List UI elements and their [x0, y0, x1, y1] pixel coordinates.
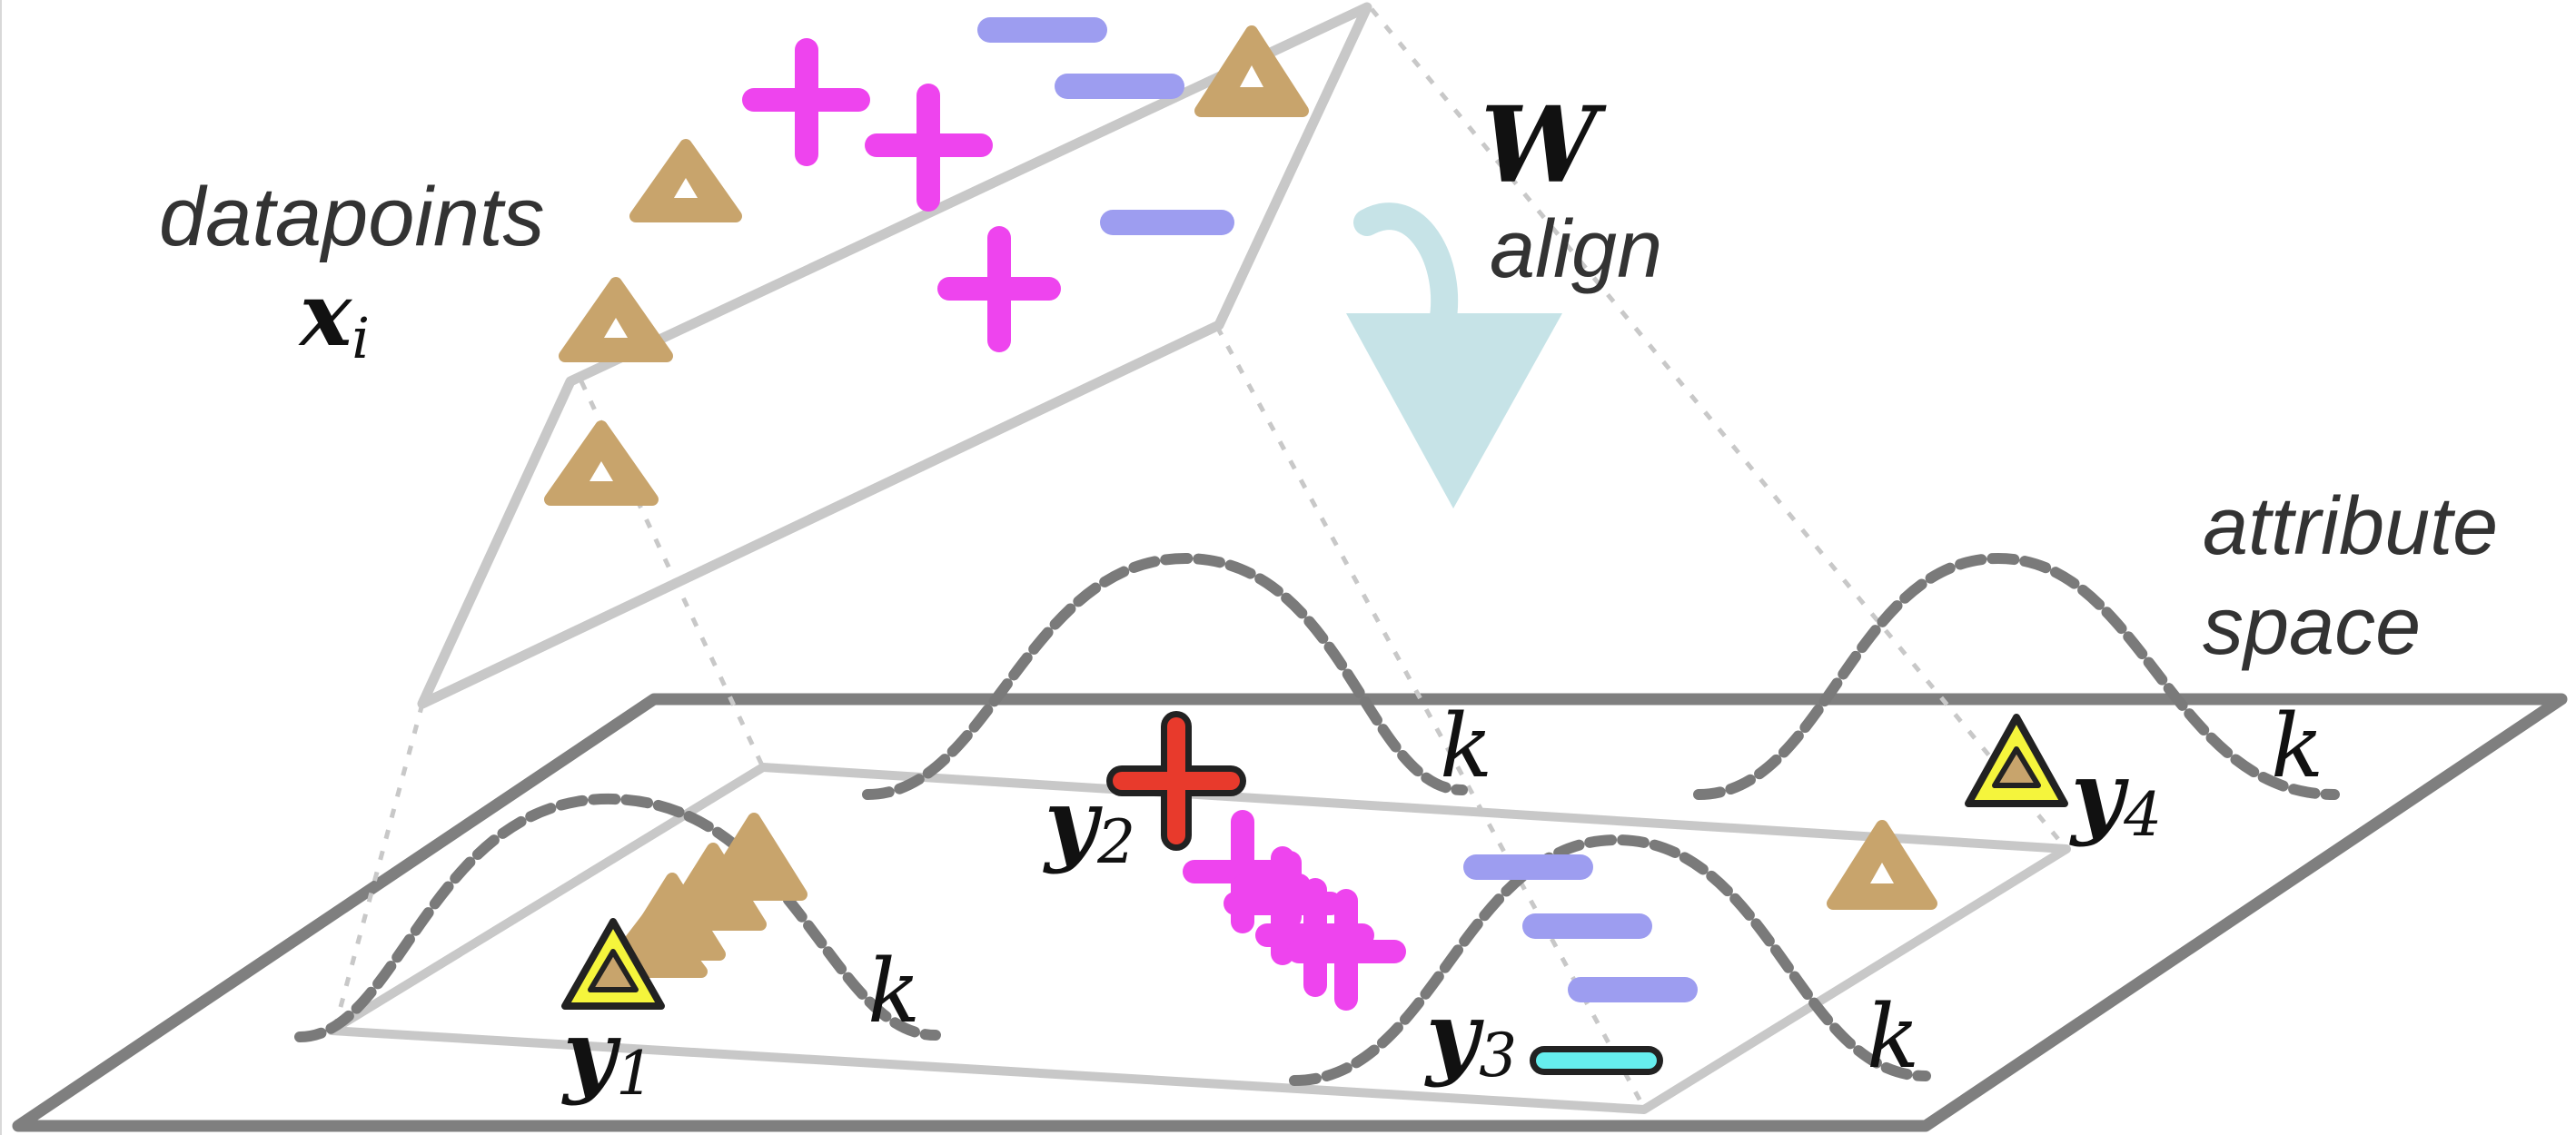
- attribute-space-plane: [12, 693, 2568, 1132]
- align-arrow-icon: [1346, 202, 1562, 508]
- space-label: space: [2203, 581, 2421, 672]
- projected-plane: [327, 763, 2071, 1114]
- lower-triangles: [600, 813, 1937, 978]
- y1-marker-icon: [561, 918, 665, 1010]
- k-label: k: [867, 941, 920, 1042]
- y4-marker-icon: [1965, 714, 2068, 807]
- upper-minuses: [977, 17, 1234, 235]
- plus-marker: [1233, 851, 1311, 929]
- y2-marker-icon: [1106, 711, 1246, 851]
- plus-marker: [865, 84, 993, 212]
- k-label: k: [2271, 696, 2323, 797]
- upper-triangles: [544, 25, 1309, 506]
- plus-marker: [1287, 889, 1406, 1011]
- y4-label: y4: [2069, 741, 2162, 850]
- plus-marker: [742, 38, 870, 166]
- attribute-label: attribute: [2203, 481, 2498, 572]
- y1-label: y1: [561, 1000, 654, 1109]
- kernel-curve-3: [1289, 834, 1931, 1086]
- kernel-curves: [294, 552, 2340, 1086]
- k-label: k: [1440, 696, 1492, 797]
- kernel-curve-2: [862, 552, 1468, 800]
- plus-marker: [937, 226, 1061, 352]
- lower-minuses: [1463, 854, 1698, 1002]
- w-label: W: [1481, 84, 1607, 207]
- kernel-curve-1: [294, 793, 941, 1042]
- upper-pluses: [742, 38, 1061, 352]
- x-i-label: xi: [298, 263, 370, 371]
- lower-pluses: [1183, 810, 1406, 1011]
- k-label: k: [1867, 986, 1919, 1088]
- datapoint-plane: [417, 2, 1372, 709]
- align-label: align: [1490, 204, 1662, 295]
- kernel-curve-4: [1693, 552, 2340, 800]
- datapoints-label: datapoints: [159, 171, 545, 263]
- y3-label: y3: [1424, 982, 1517, 1091]
- y2-label: y2: [1043, 768, 1135, 877]
